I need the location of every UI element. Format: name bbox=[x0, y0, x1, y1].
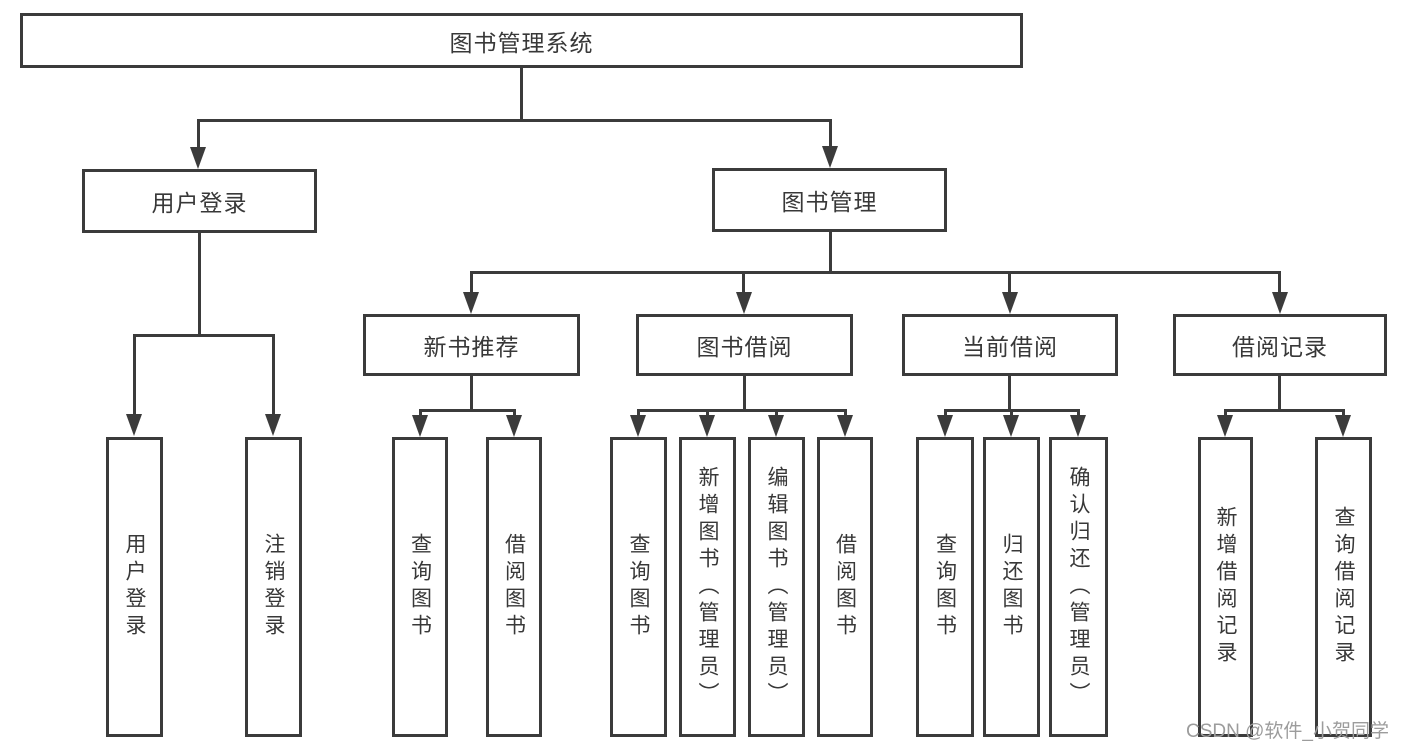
leaf-query-books-current: 查询图书 bbox=[916, 437, 974, 737]
connector bbox=[470, 271, 1281, 274]
connector bbox=[944, 409, 947, 418]
arrow-down-icon bbox=[630, 415, 646, 437]
connector bbox=[829, 119, 832, 148]
leaf-query-books-borrow: 查询图书 bbox=[610, 437, 667, 737]
node-label: 借阅图书 bbox=[502, 533, 526, 641]
arrow-down-icon bbox=[1002, 292, 1018, 314]
node-label: 图书管理 bbox=[781, 189, 878, 215]
arrow-down-icon bbox=[768, 415, 784, 437]
connector bbox=[1278, 271, 1281, 294]
node-label: 编辑图书（管理员） bbox=[765, 465, 788, 709]
leaf-return-book: 归还图书 bbox=[983, 437, 1040, 737]
arrow-down-icon bbox=[1003, 415, 1019, 437]
connector bbox=[133, 334, 275, 337]
arrow-down-icon bbox=[190, 147, 206, 169]
arrow-down-icon bbox=[837, 415, 853, 437]
connector bbox=[419, 409, 422, 418]
node-label: 借阅图书 bbox=[833, 533, 857, 641]
leaf-query-borrow-record: 查询借阅记录 bbox=[1315, 437, 1372, 737]
connector bbox=[197, 119, 200, 148]
node-library-system: 图书管理系统 bbox=[20, 13, 1023, 68]
connector bbox=[1224, 409, 1227, 418]
connector bbox=[513, 409, 516, 418]
node-label: 查询图书 bbox=[627, 533, 650, 641]
connector bbox=[1008, 376, 1011, 412]
watermark: CSDN @软件_小贺同学 bbox=[1186, 721, 1389, 742]
connector bbox=[272, 334, 275, 416]
connector bbox=[520, 68, 523, 122]
node-label: 当前借阅 bbox=[962, 334, 1058, 360]
connector bbox=[743, 376, 746, 412]
connector bbox=[637, 409, 847, 412]
node-book-management: 图书管理 bbox=[712, 168, 947, 232]
leaf-logout: 注销登录 bbox=[245, 437, 302, 737]
node-label: 新增图书（管理员） bbox=[696, 465, 719, 709]
connector bbox=[1010, 409, 1013, 418]
node-label: 查询图书 bbox=[408, 533, 432, 641]
connector bbox=[198, 233, 201, 337]
node-book-borrow: 图书借阅 bbox=[636, 314, 853, 376]
connector bbox=[1278, 376, 1281, 412]
connector bbox=[637, 409, 640, 418]
arrow-down-icon bbox=[1217, 415, 1233, 437]
arrow-down-icon bbox=[412, 415, 428, 437]
node-label: 新书推荐 bbox=[423, 334, 520, 360]
arrow-down-icon bbox=[1070, 415, 1086, 437]
leaf-confirm-return-admin: 确认归还（管理员） bbox=[1049, 437, 1108, 737]
connector bbox=[829, 232, 832, 274]
node-label: 用户登录 bbox=[123, 533, 146, 641]
connector bbox=[1008, 271, 1011, 294]
node-user-login: 用户登录 bbox=[82, 169, 317, 233]
node-label: 图书借阅 bbox=[696, 334, 793, 360]
arrow-down-icon bbox=[463, 292, 479, 314]
arrow-down-icon bbox=[126, 414, 142, 436]
arrow-down-icon bbox=[699, 415, 715, 437]
arrow-down-icon bbox=[265, 414, 281, 436]
connector bbox=[419, 409, 516, 412]
connector bbox=[1342, 409, 1345, 418]
node-label: 图书管理系统 bbox=[449, 29, 594, 56]
arrow-down-icon bbox=[1335, 415, 1351, 437]
connector bbox=[706, 409, 709, 418]
arrow-down-icon bbox=[937, 415, 953, 437]
node-borrow-records: 借阅记录 bbox=[1173, 314, 1387, 376]
node-label: 归还图书 bbox=[1000, 533, 1023, 641]
leaf-user-login: 用户登录 bbox=[106, 437, 163, 737]
connector bbox=[742, 271, 745, 294]
connector bbox=[775, 409, 778, 418]
node-label: 用户登录 bbox=[151, 190, 248, 216]
connector bbox=[1077, 409, 1080, 418]
arrow-down-icon bbox=[736, 292, 752, 314]
node-label: 注销登录 bbox=[262, 533, 285, 641]
connector bbox=[1224, 409, 1345, 412]
leaf-query-books-recommend: 查询图书 bbox=[392, 437, 448, 737]
connector bbox=[133, 334, 136, 416]
connector bbox=[844, 409, 847, 418]
leaf-add-borrow-record: 新增借阅记录 bbox=[1198, 437, 1253, 737]
arrow-down-icon bbox=[822, 146, 838, 168]
node-label: 查询借阅记录 bbox=[1332, 506, 1355, 668]
node-label: 确认归还（管理员） bbox=[1067, 465, 1090, 709]
arrow-down-icon bbox=[1272, 292, 1288, 314]
arrow-down-icon bbox=[506, 415, 522, 437]
leaf-edit-book-admin: 编辑图书（管理员） bbox=[748, 437, 805, 737]
node-label: 新增借阅记录 bbox=[1214, 506, 1237, 668]
node-new-book-recommend: 新书推荐 bbox=[363, 314, 580, 376]
leaf-borrow-books-recommend: 借阅图书 bbox=[486, 437, 542, 737]
node-label: 借阅记录 bbox=[1232, 334, 1328, 360]
connector bbox=[470, 376, 473, 412]
connector bbox=[470, 271, 473, 294]
node-current-borrow: 当前借阅 bbox=[902, 314, 1118, 376]
connector bbox=[198, 119, 832, 122]
leaf-borrow-books: 借阅图书 bbox=[817, 437, 873, 737]
node-label: 查询图书 bbox=[933, 533, 957, 641]
leaf-add-book-admin: 新增图书（管理员） bbox=[679, 437, 736, 737]
